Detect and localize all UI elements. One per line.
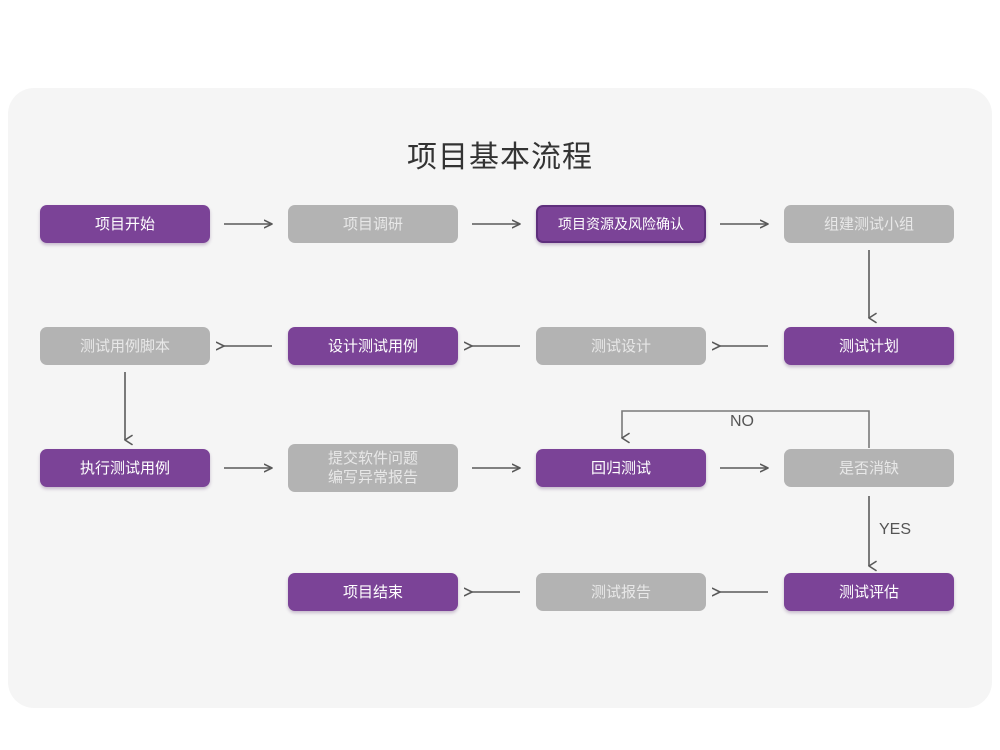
node-resource-risk-confirm[interactable]: 项目资源及风险确认 [536, 205, 706, 243]
page-title: 项目基本流程 [407, 141, 593, 174]
edge-label-no: NO [730, 413, 754, 430]
node-test-evaluation[interactable]: 测试评估 [784, 573, 954, 611]
node-test-case-script[interactable]: 测试用例脚本 [40, 327, 210, 365]
node-design-test-case[interactable]: 设计测试用例 [288, 327, 458, 365]
node-test-report[interactable]: 测试报告 [536, 573, 706, 611]
node-test-plan[interactable]: 测试计划 [784, 327, 954, 365]
node-submit-issue-report[interactable]: 提交软件问题 编写异常报告 [288, 444, 458, 492]
node-build-test-team[interactable]: 组建测试小组 [784, 205, 954, 243]
node-test-design[interactable]: 测试设计 [536, 327, 706, 365]
diagram-panel [8, 88, 992, 708]
node-project-start[interactable]: 项目开始 [40, 205, 210, 243]
node-project-research[interactable]: 项目调研 [288, 205, 458, 243]
edge-label-yes: YES [879, 521, 912, 538]
node-regression-test[interactable]: 回归测试 [536, 449, 706, 487]
node-execute-test-case[interactable]: 执行测试用例 [40, 449, 210, 487]
node-defect-cleared[interactable]: 是否消缺 [784, 449, 954, 487]
node-project-end[interactable]: 项目结束 [288, 573, 458, 611]
